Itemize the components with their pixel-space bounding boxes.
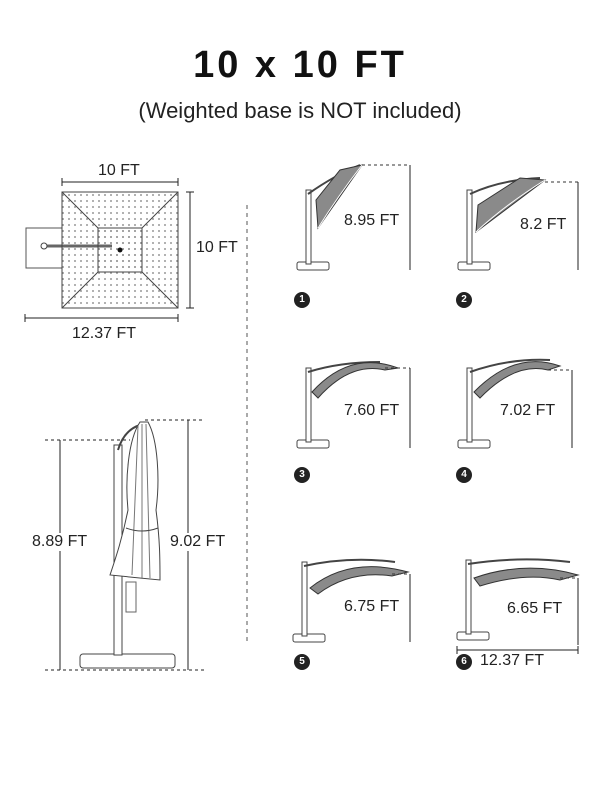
page-subtitle: (Weighted base is NOT included): [138, 98, 462, 123]
pole-center: [117, 247, 123, 253]
position-2-badge: 2: [456, 292, 472, 308]
position-6-badge: 6: [456, 654, 472, 670]
position-4-height: 7.02 FT: [500, 402, 556, 419]
position-5-badge: 5: [294, 654, 310, 670]
position-4: [457, 358, 573, 449]
side-right-height-label: 9.02 FT: [168, 533, 228, 551]
position-3-badge: 3: [294, 467, 310, 483]
position-1: [296, 164, 411, 271]
top-overall-label: 12.37 FT: [72, 325, 137, 342]
side-base: [79, 653, 176, 669]
position-5-height: 6.75 FT: [344, 598, 400, 615]
position-2-height: 8.2 FT: [520, 216, 567, 233]
position-2: [457, 177, 579, 271]
side-left-height-label: 8.89 FT: [30, 533, 90, 551]
position-5: [292, 558, 411, 643]
position-1-badge: 1: [294, 292, 310, 308]
position-6-width: 12.37 FT: [480, 652, 545, 669]
position-6: [456, 558, 580, 654]
page-title: 10 x 10 FT: [193, 44, 407, 86]
position-1-height: 8.95 FT: [344, 212, 400, 229]
top-width-label: 10 FT: [98, 162, 140, 179]
top-view: [24, 178, 194, 322]
position-3: [296, 361, 411, 449]
position-3-height: 7.60 FT: [344, 402, 400, 419]
position-4-badge: 4: [456, 467, 472, 483]
position-6-height: 6.65 FT: [507, 600, 563, 617]
side-view: [45, 419, 205, 671]
top-depth-label: 10 FT: [196, 239, 238, 256]
